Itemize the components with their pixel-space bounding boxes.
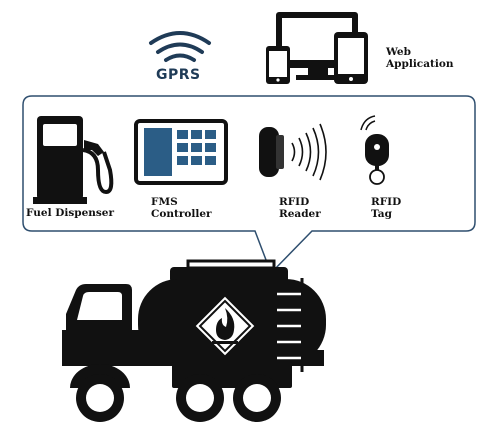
tablet-icon [334,32,368,84]
rfid-reader-label: RFID Reader [279,196,321,220]
web-application-label-line2: Application [386,58,454,70]
tanker-truck-icon [62,259,326,422]
flammable-hazard-icon [194,295,256,357]
rfid-tag-label-line1: RFID [371,196,402,208]
rfid-reader-label-line2: Reader [279,208,321,220]
wifi-signal-icon [149,31,211,62]
rfid-reader-label-line1: RFID [279,196,310,208]
components-bubble [22,95,476,275]
gprs-label: GPRS [156,67,201,83]
rfid-reader-icon [259,123,327,181]
fms-controller-icon [134,119,228,185]
web-application-label-line1: Web [386,46,411,58]
fuel-dispenser-icon [33,116,114,204]
rfid-tag-label-line2: Tag [371,208,392,220]
phone-icon [266,46,290,84]
fuel-dispenser-label: Fuel Dispenser [26,207,115,219]
fms-controller-label-line1: FMS [151,196,178,208]
web-application-label: Web Application [386,46,453,70]
rfid-tag-icon [360,115,389,185]
rfid-tag-label: RFID Tag [371,196,401,220]
fms-controller-label-line2: Controller [151,208,212,220]
fms-controller-label: FMS Controller [151,196,212,220]
